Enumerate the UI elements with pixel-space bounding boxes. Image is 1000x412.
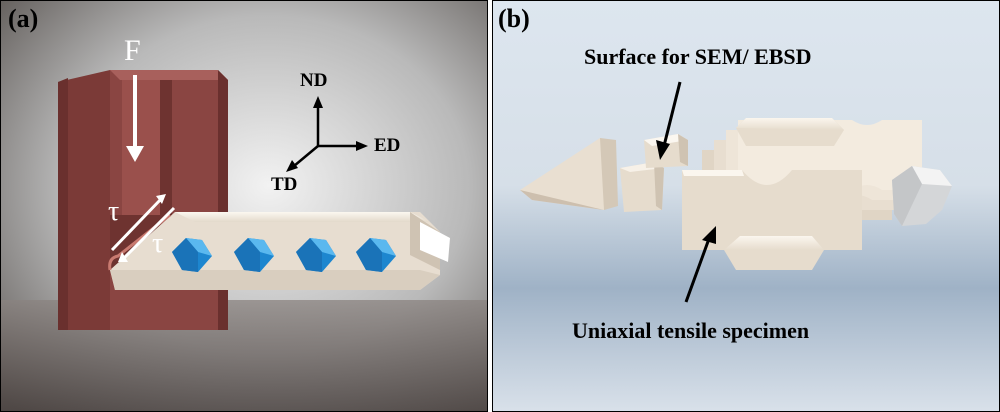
axis-label-nd: ND bbox=[300, 70, 328, 91]
axis-label-td: TD bbox=[271, 174, 298, 195]
specimen-cube bbox=[172, 238, 212, 272]
callout-arrow-top bbox=[656, 81, 682, 160]
force-arrow bbox=[126, 75, 144, 162]
specimen-cube bbox=[234, 238, 274, 272]
small-block-front bbox=[620, 162, 664, 212]
top-grip bbox=[736, 118, 844, 146]
bottom-grip bbox=[724, 236, 824, 270]
left-wedge bbox=[520, 138, 618, 210]
shear-arrows bbox=[110, 194, 176, 262]
shear-label-lower: τ bbox=[152, 228, 164, 259]
panel-b: (b) Surface for SEM/ EBSD Uniaxial tensi… bbox=[492, 0, 1000, 412]
callout-tensile-specimen: Uniaxial tensile specimen bbox=[572, 318, 810, 343]
tensile-stack bbox=[682, 120, 922, 250]
shear-label-upper: τ bbox=[108, 196, 120, 227]
callout-sem-ebsd: Surface for SEM/ EBSD bbox=[584, 44, 812, 69]
force-label: F bbox=[124, 34, 141, 67]
panel-a-tag: (a) bbox=[8, 4, 39, 33]
coordinate-axes bbox=[286, 96, 368, 172]
panel-b-tag: (b) bbox=[498, 4, 530, 33]
panel-a: (a) F τ τ ND ED TD bbox=[0, 0, 488, 412]
panel-b-illustration bbox=[492, 0, 1000, 412]
specimen-cube bbox=[296, 238, 336, 272]
panel-a-illustration bbox=[0, 0, 488, 412]
specimen-cube bbox=[356, 238, 396, 272]
callout-arrow-bottom bbox=[684, 226, 716, 303]
specimen-cubes bbox=[172, 238, 396, 272]
axis-label-ed: ED bbox=[374, 135, 401, 156]
right-end-piece bbox=[892, 166, 952, 226]
die-block bbox=[58, 70, 228, 330]
